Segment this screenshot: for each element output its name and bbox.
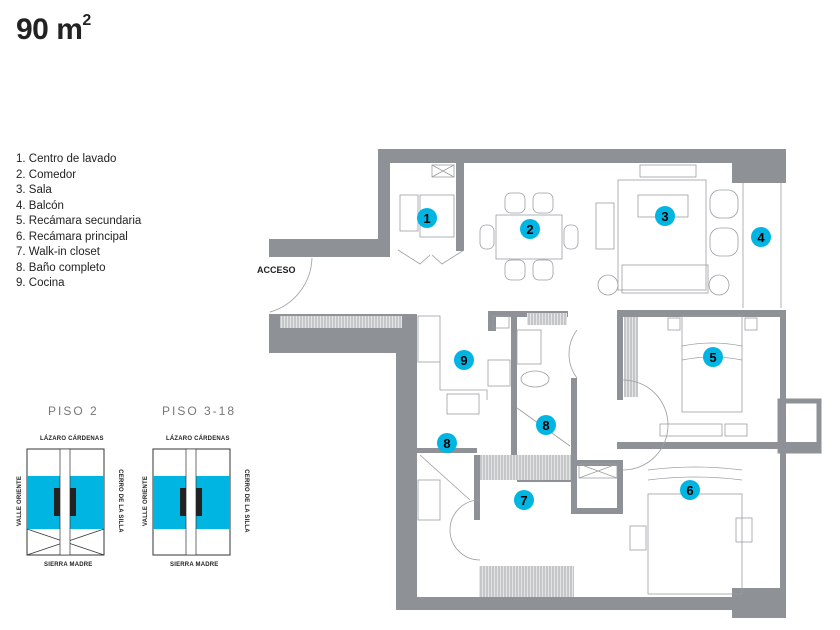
marker-4: 4 [751, 227, 771, 247]
walls [269, 149, 822, 618]
legend-item: 5. Recámara secundaria [16, 215, 142, 227]
key-plan-piso-2 [26, 448, 105, 556]
svg-text:6: 6 [686, 483, 693, 498]
svg-text:9: 9 [460, 353, 467, 368]
legend-item: 8. Baño completo [16, 261, 106, 274]
street-east: CERRO DE LA SILLA [243, 469, 249, 533]
svg-text:8: 8 [443, 436, 450, 451]
svg-text:1: 1 [423, 211, 430, 226]
key-plan-label: PISO 3-18 [162, 404, 237, 418]
room-legend: 1. Centro de lavado 2. Comedor 3. Sala 4… [16, 152, 141, 292]
marker-8a: 8 [437, 433, 457, 453]
svg-text:4: 4 [757, 230, 765, 245]
street-east: CERRO DE LA SILLA [117, 469, 123, 533]
legend-item: 3. Sala [16, 184, 52, 196]
street-south: SIERRA MADRE [170, 562, 219, 568]
key-plan-piso-3-18 [152, 448, 231, 556]
svg-text:8: 8 [542, 418, 549, 433]
legend-item: 2. Comedor [16, 168, 77, 181]
entrance-label: ACCESO [257, 265, 296, 275]
street-north: LÁZARO CÁRDENAS [166, 436, 230, 442]
svg-text:3: 3 [661, 209, 668, 224]
legend-item: 6. Recámara principal [16, 230, 128, 243]
legend-item: 7. Walk-in closet [16, 246, 100, 258]
street-north: LÁZARO CÁRDENAS [40, 436, 104, 442]
svg-text:2: 2 [526, 222, 533, 237]
key-plan-label: PISO 2 [48, 404, 99, 418]
furniture [269, 164, 782, 595]
legend-item: 1. Centro de lavado [16, 153, 117, 165]
area-title: 90 m2 [16, 12, 91, 46]
street-west: VALLE ORIENTE [143, 475, 149, 527]
marker-5: 5 [703, 347, 723, 367]
legend-item: 4. Balcón [16, 199, 64, 212]
marker-6: 6 [680, 480, 700, 500]
marker-9: 9 [454, 350, 474, 370]
street-west: VALLE ORIENTE [17, 475, 23, 527]
marker-1: 1 [417, 208, 437, 228]
marker-7: 7 [514, 490, 534, 510]
room-markers: 1 2 3 4 5 6 7 8 8 9 [417, 206, 771, 510]
svg-text:7: 7 [520, 493, 527, 508]
street-south: SIERRA MADRE [44, 562, 93, 568]
marker-8b: 8 [536, 415, 556, 435]
marker-2: 2 [520, 219, 540, 239]
svg-text:5: 5 [709, 350, 716, 365]
marker-3: 3 [655, 206, 675, 226]
legend-item: 9. Cocina [16, 277, 65, 289]
closets [280, 313, 638, 597]
